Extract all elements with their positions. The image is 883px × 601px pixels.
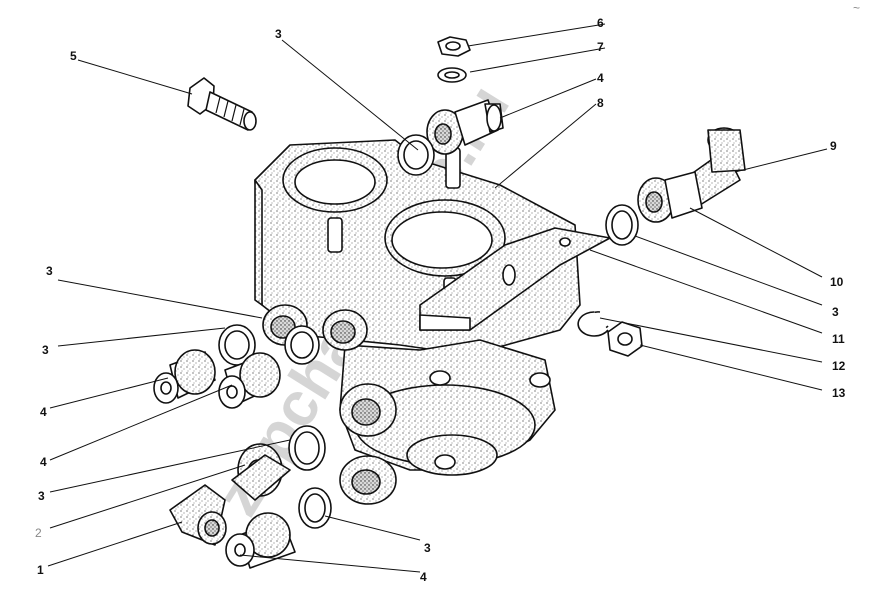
callout-6: 6 bbox=[597, 16, 604, 30]
callout-8: 8 bbox=[597, 96, 604, 110]
callout-4-top: 4 bbox=[597, 71, 604, 85]
nut-part-6 bbox=[437, 36, 471, 57]
callout-9: 9 bbox=[830, 139, 837, 153]
elbow-part-1 bbox=[169, 484, 227, 546]
corner-mark: ~ bbox=[853, 1, 860, 15]
sealing-ring-top bbox=[397, 134, 435, 176]
leader-lines bbox=[47, 23, 828, 573]
sealing-ring-left-2 bbox=[284, 325, 320, 365]
callout-3-bottom: 3 bbox=[424, 541, 431, 555]
callout-7: 7 bbox=[597, 40, 604, 54]
fitting-part-10 bbox=[637, 171, 703, 223]
fitting-part-4-top bbox=[426, 99, 504, 155]
callout-2: 2 bbox=[35, 526, 42, 540]
callout-12: 12 bbox=[832, 359, 846, 373]
callout-3-left-3: 3 bbox=[38, 489, 45, 503]
callout-3-left-1: 3 bbox=[46, 264, 53, 278]
callout-4-left-1: 4 bbox=[40, 405, 47, 419]
fitting-left-1 bbox=[153, 349, 216, 404]
washer-part-7 bbox=[437, 67, 467, 83]
elbow-fitting-part-9 bbox=[689, 127, 746, 206]
spring-washer-part-12 bbox=[577, 311, 609, 337]
mounting-bracket bbox=[419, 227, 611, 331]
sealing-ring-left-3 bbox=[288, 425, 326, 471]
callout-4-left-2: 4 bbox=[40, 455, 47, 469]
callout-5: 5 bbox=[70, 49, 77, 63]
sealing-ring-left-1 bbox=[218, 324, 256, 366]
callout-4-bottom: 4 bbox=[420, 570, 427, 584]
fitting-left-2 bbox=[218, 352, 281, 409]
callout-3-top: 3 bbox=[275, 27, 282, 41]
sealing-ring-right bbox=[605, 204, 639, 246]
callout-3-right: 3 bbox=[832, 305, 839, 319]
callout-1: 1 bbox=[37, 563, 44, 577]
bolt-part-5 bbox=[187, 77, 257, 131]
fitting-part-2 bbox=[231, 443, 291, 501]
callout-10: 10 bbox=[830, 275, 844, 289]
callout-11: 11 bbox=[832, 332, 845, 346]
sealing-ring-bottom bbox=[298, 487, 332, 529]
callout-3-left-2: 3 bbox=[42, 343, 49, 357]
fitting-bottom bbox=[225, 512, 296, 569]
nut-part-13 bbox=[607, 321, 643, 357]
callout-13: 13 bbox=[832, 386, 846, 400]
